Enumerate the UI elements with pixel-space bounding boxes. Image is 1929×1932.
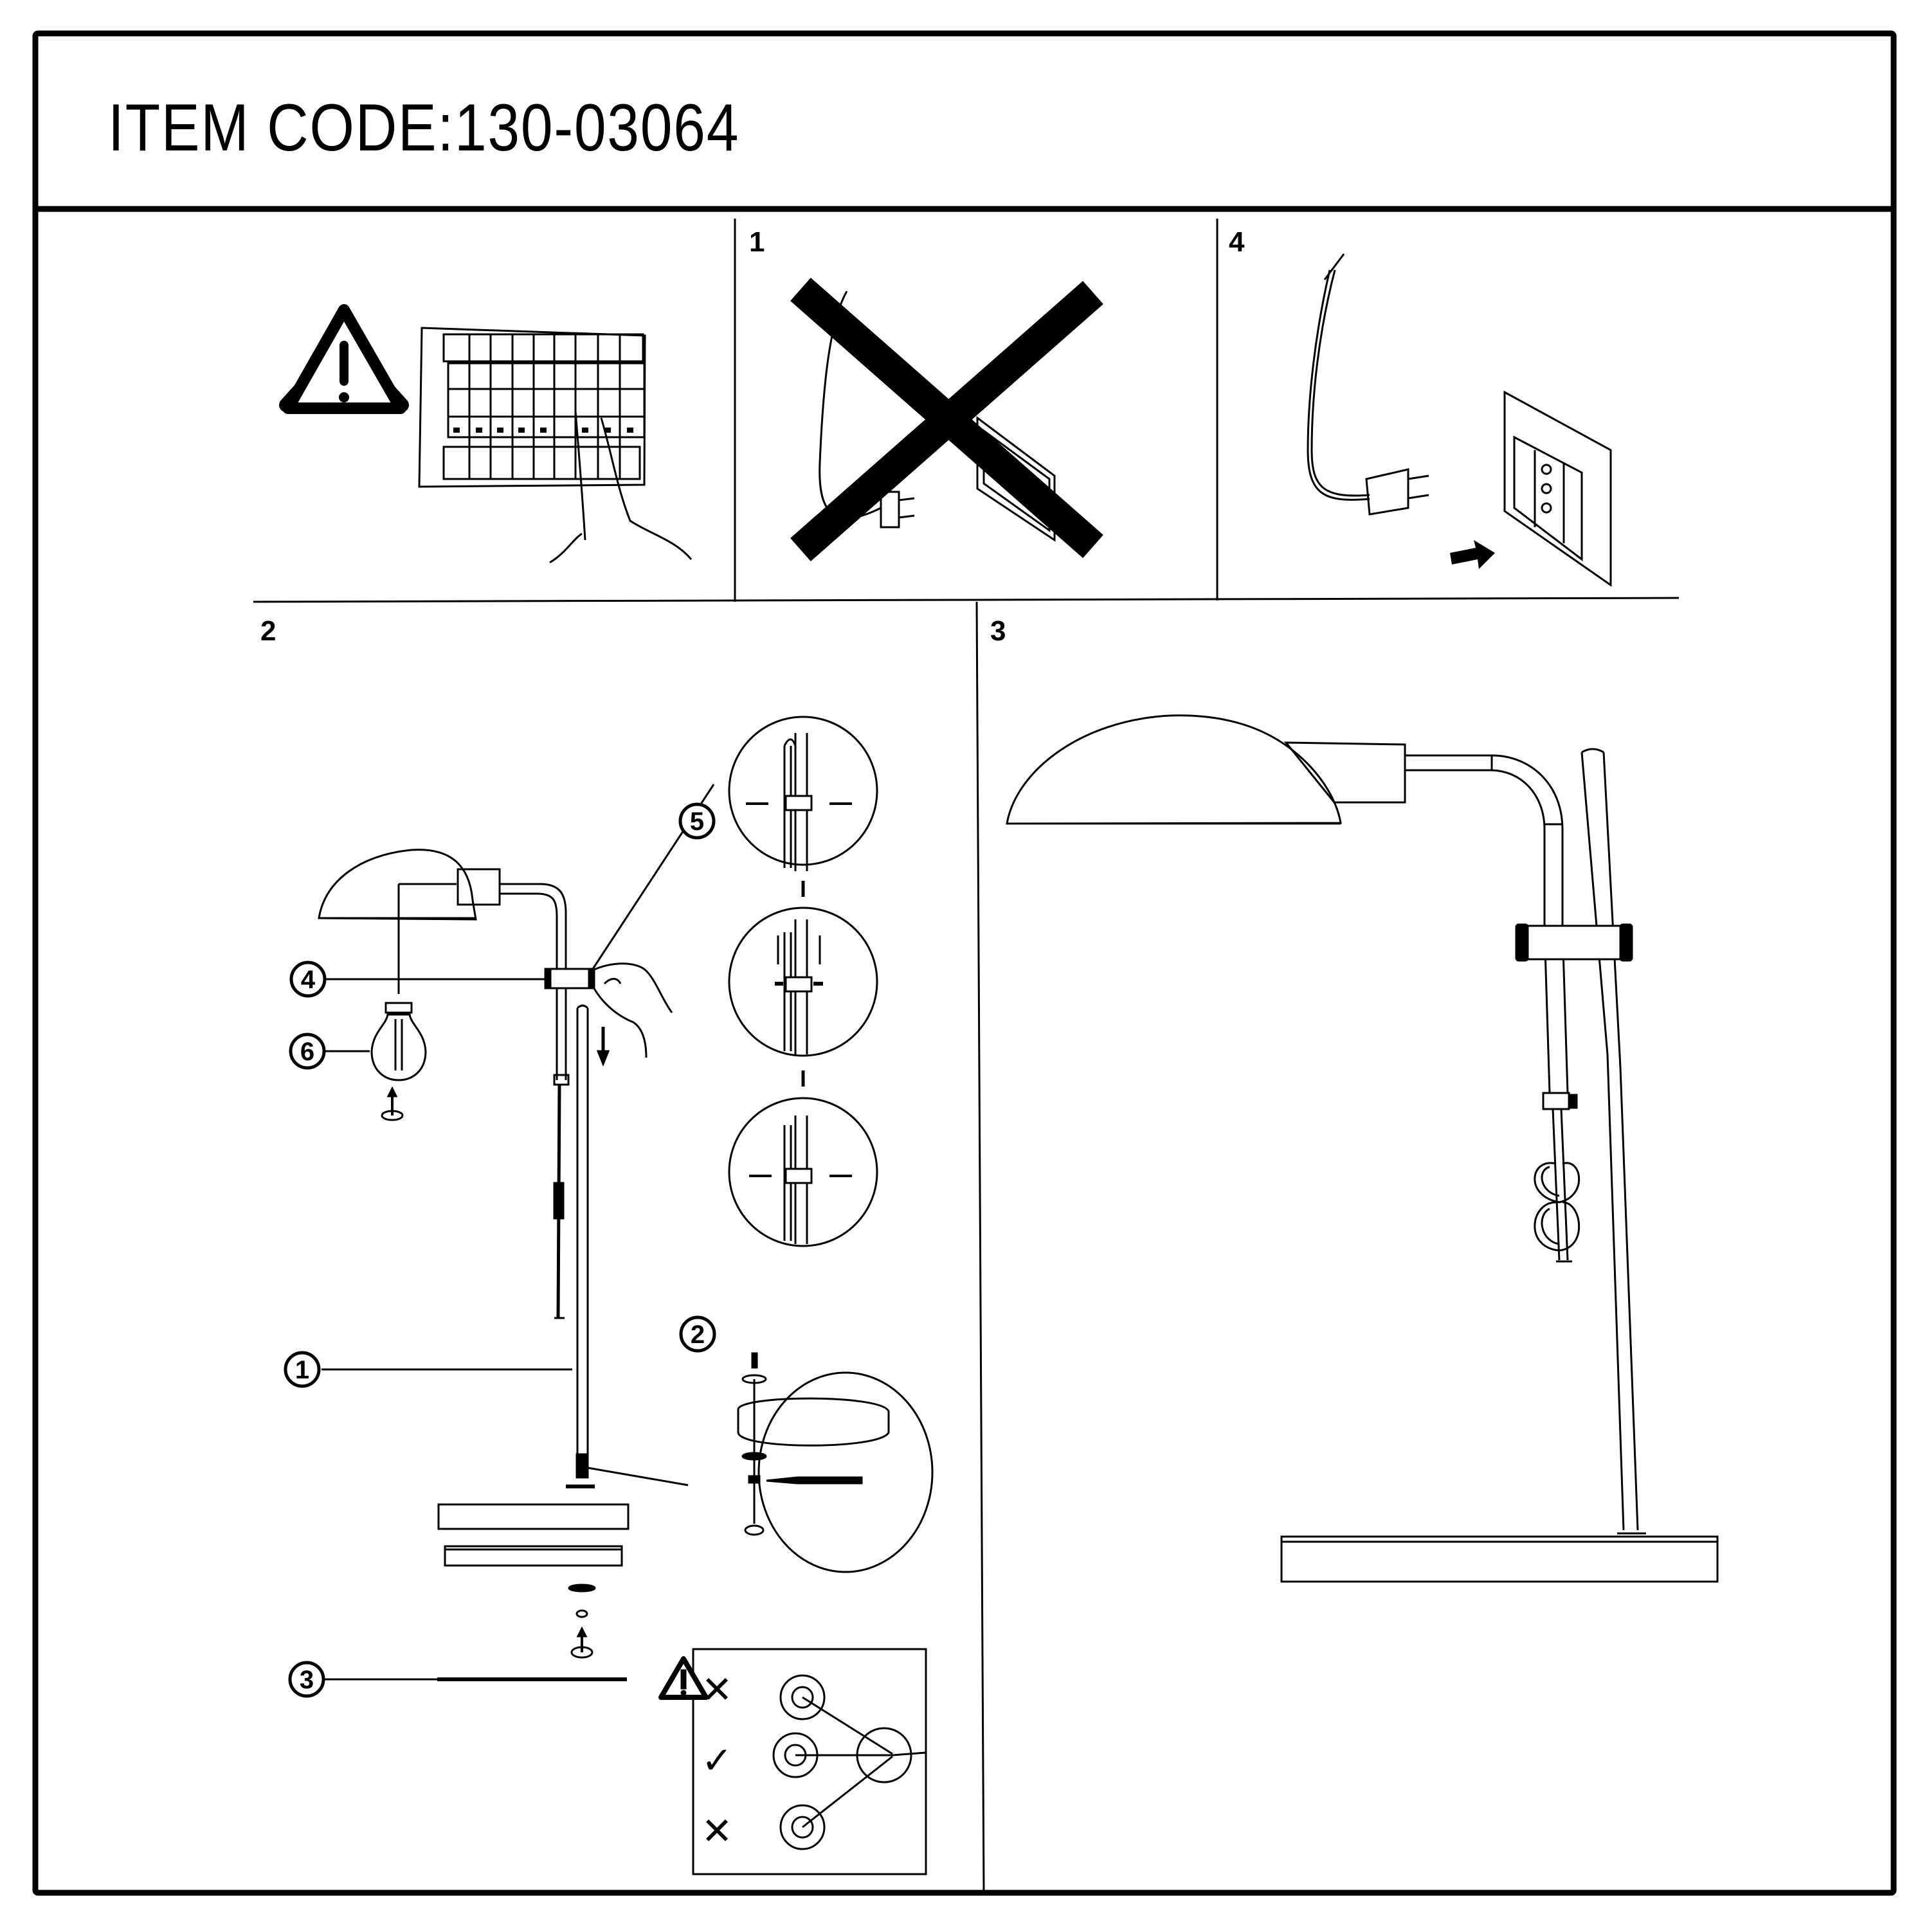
clamp-detail-circles bbox=[728, 716, 878, 1247]
step2-lamp-assembly bbox=[318, 849, 673, 1681]
step-label-3: 3 bbox=[990, 615, 1006, 647]
callout-6: 6 bbox=[289, 1033, 326, 1070]
wrong-route-x-icon-2: ✕ bbox=[702, 1810, 733, 1852]
item-code-title: ITEM CODE:130-03064 bbox=[108, 91, 740, 165]
cable-routing-warning bbox=[658, 1648, 927, 1875]
svg-text:1: 1 bbox=[295, 1356, 309, 1384]
callout-5: 5 bbox=[678, 802, 716, 840]
step-label-2: 2 bbox=[260, 615, 276, 647]
arrow-right-icon bbox=[1450, 540, 1495, 569]
correct-route-check-icon: ✓ bbox=[702, 1740, 733, 1782]
svg-text:4: 4 bbox=[301, 966, 316, 994]
step-label-1: 1 bbox=[749, 226, 765, 258]
svg-text:6: 6 bbox=[300, 1038, 314, 1066]
warning-triangle-icon-shape bbox=[282, 304, 406, 414]
assembled-lamp bbox=[1006, 714, 1719, 1583]
top-row-bottom-line bbox=[253, 597, 1680, 603]
circuit-breaker-panel bbox=[418, 327, 693, 564]
svg-text:5: 5 bbox=[690, 808, 704, 836]
callout-1: 1 bbox=[284, 1351, 321, 1388]
prohibited-x-icon bbox=[790, 277, 1103, 562]
outer-frame bbox=[32, 30, 1897, 1896]
cable-check-marks: ✕ ✓ ✕ bbox=[702, 1669, 733, 1852]
callout-3: 3 bbox=[288, 1661, 325, 1698]
step4-plug-into-outlet bbox=[1307, 253, 1612, 587]
base-detail-circle bbox=[737, 1352, 934, 1573]
step-label-4: 4 bbox=[1229, 226, 1245, 258]
callout-4: 4 bbox=[289, 961, 327, 998]
panel-divider-2-3 bbox=[975, 601, 985, 1893]
callout-2: 2 bbox=[679, 1315, 716, 1353]
wrong-route-x-icon: ✕ bbox=[702, 1669, 733, 1711]
svg-text:2: 2 bbox=[691, 1321, 705, 1349]
svg-text:3: 3 bbox=[300, 1666, 314, 1694]
